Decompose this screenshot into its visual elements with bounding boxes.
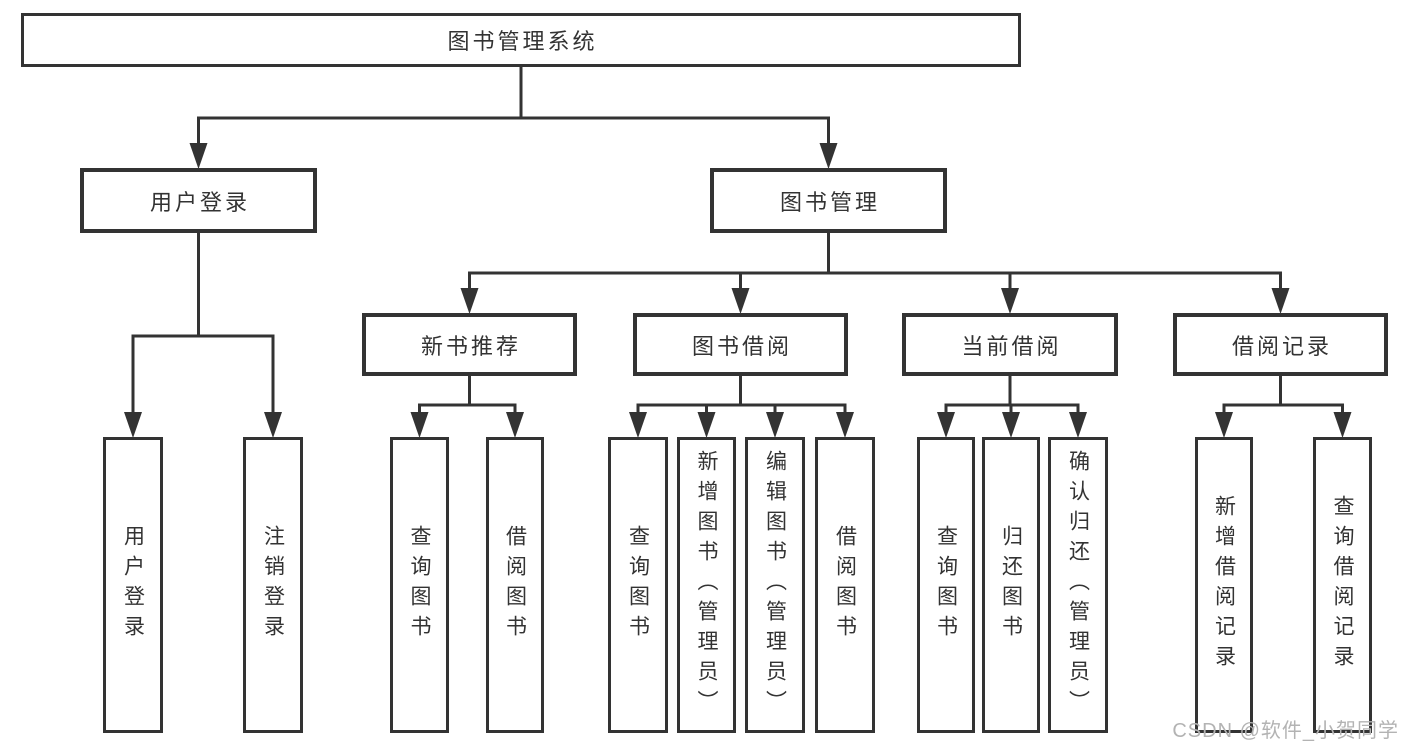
node-label: 借阅图书: [833, 525, 857, 645]
node-leaf-logout: 注销登录: [243, 437, 303, 733]
node-label: 当前借阅: [961, 333, 1062, 359]
node-leaf-login: 用户登录: [103, 437, 163, 733]
node-records: 借阅记录: [1173, 313, 1388, 376]
node-label: 查询图书: [408, 525, 431, 645]
node-leaf-confirm: 确认归还（管理员）: [1048, 437, 1108, 733]
node-user-login: 用户登录: [80, 168, 317, 233]
node-leaf-query-1: 查询图书: [390, 437, 449, 733]
node-leaf-borrow-1: 借阅图书: [486, 437, 544, 733]
node-leaf-edit-book: 编辑图书（管理员）: [745, 437, 805, 733]
node-leaf-add-rec: 新增借阅记录: [1195, 437, 1253, 733]
node-label: 借阅记录: [1231, 333, 1332, 359]
node-label: 归还图书: [999, 525, 1023, 645]
node-leaf-query-2: 查询图书: [608, 437, 668, 733]
node-label: 注销登录: [261, 525, 285, 645]
node-leaf-borrow-2: 借阅图书: [815, 437, 875, 733]
node-label: 图书管理系统: [447, 29, 598, 54]
node-label: 新书推荐: [420, 333, 521, 359]
node-book-mgmt: 图书管理: [710, 168, 947, 233]
node-label: 新增借阅记录: [1212, 495, 1236, 675]
node-label: 借阅图书: [503, 525, 527, 645]
node-label: 用户登录: [149, 189, 250, 215]
watermark: CSDN @软件_小贺同学: [1172, 720, 1399, 742]
node-label: 用户登录: [121, 525, 145, 645]
node-book-borrow: 图书借阅: [633, 313, 848, 376]
node-root: 图书管理系统: [21, 13, 1021, 67]
node-leaf-add-book: 新增图书（管理员）: [677, 437, 736, 733]
node-label: 查询借阅记录: [1331, 495, 1354, 675]
node-label: 查询图书: [626, 525, 650, 645]
node-label: 图书管理: [779, 189, 880, 215]
node-current: 当前借阅: [902, 313, 1118, 376]
node-leaf-query-rec: 查询借阅记录: [1313, 437, 1372, 733]
node-label: 新增图书（管理员）: [695, 450, 718, 720]
node-leaf-return: 归还图书: [982, 437, 1040, 733]
node-leaf-query-3: 查询图书: [917, 437, 975, 733]
node-label: 确认归还（管理员）: [1066, 450, 1090, 720]
node-label: 编辑图书（管理员）: [763, 450, 787, 720]
node-label: 查询图书: [934, 525, 958, 645]
node-label: 图书借阅: [691, 333, 792, 359]
node-new-rec: 新书推荐: [362, 313, 577, 376]
